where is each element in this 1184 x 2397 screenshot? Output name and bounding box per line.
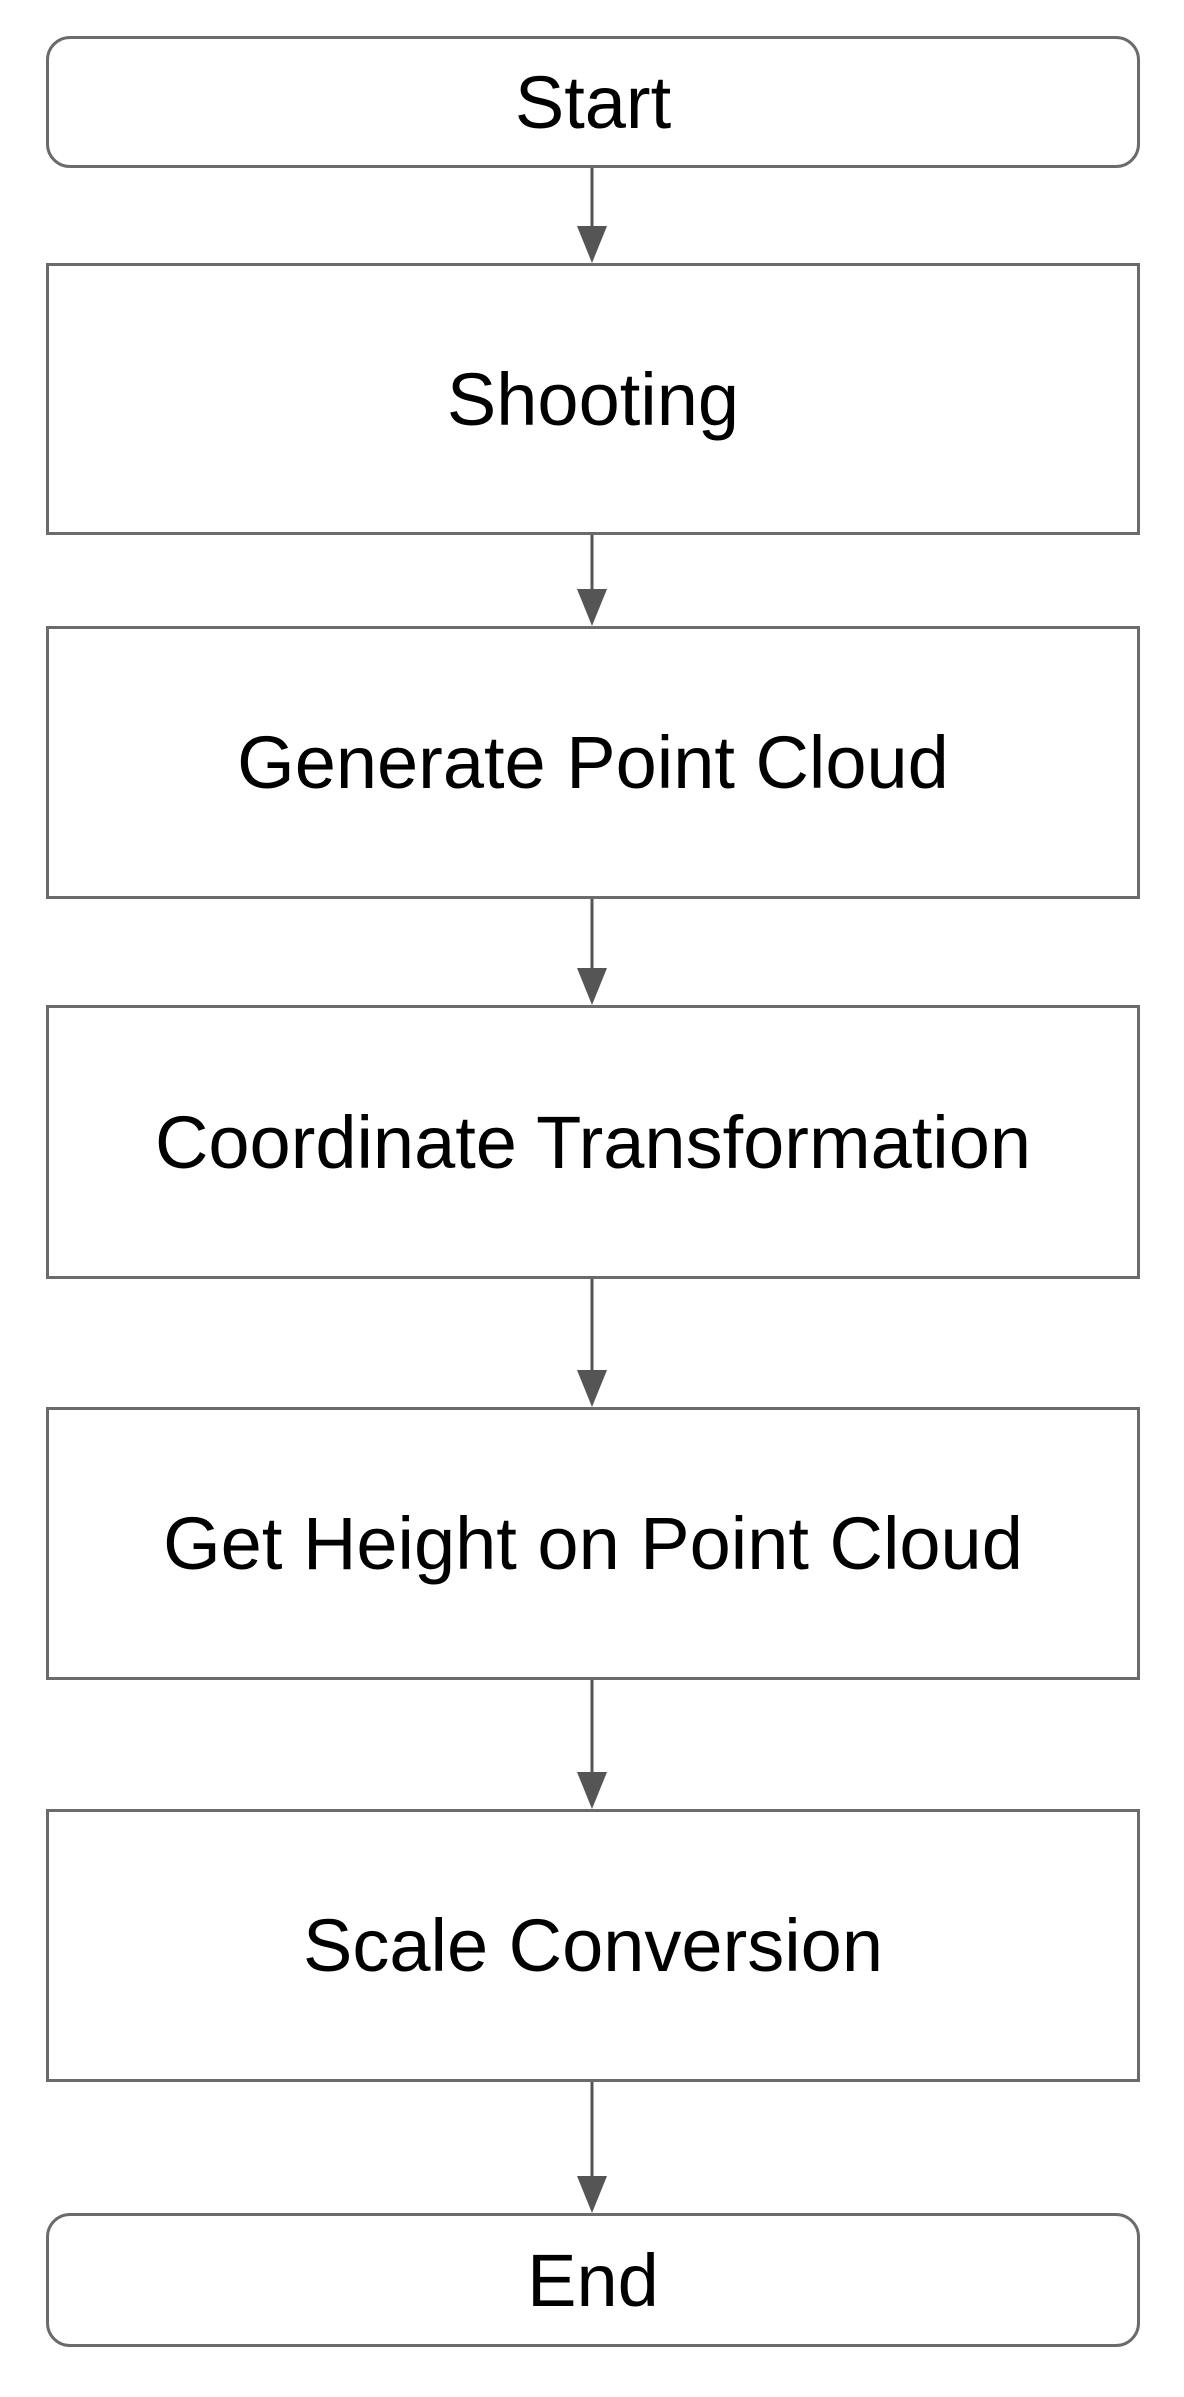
end-node: End — [46, 2213, 1140, 2347]
step-get-height-on-point-cloud: Get Height on Point Cloud — [46, 1407, 1140, 1680]
step-scale-conversion-label: Scale Conversion — [303, 1904, 883, 1987]
step-shooting-label: Shooting — [446, 357, 740, 441]
arrow-generate-to-coordinate — [577, 899, 607, 1005]
start-node: Start — [46, 36, 1140, 168]
step-generate-point-cloud: Generate Point Cloud — [46, 626, 1140, 899]
step-scale-conversion: Scale Conversion — [46, 1809, 1140, 2082]
arrow-coordinate-to-height — [577, 1279, 607, 1407]
start-label: Start — [514, 60, 672, 144]
step-coordinate-transformation: Coordinate Transformation — [46, 1005, 1140, 1279]
arrow-height-to-scale — [577, 1680, 607, 1809]
arrow-scale-to-end — [577, 2082, 607, 2213]
step-coordinate-transformation-label: Coordinate Transformation — [154, 1100, 1032, 1184]
end-label: End — [527, 2238, 659, 2322]
step-get-height-on-point-cloud-label: Get Height on Point Cloud — [163, 1502, 1023, 1585]
arrow-start-to-shooting — [577, 168, 607, 263]
step-shooting: Shooting — [46, 263, 1140, 535]
arrow-shooting-to-generate — [577, 535, 607, 626]
step-generate-point-cloud-label: Generate Point Cloud — [237, 721, 949, 804]
